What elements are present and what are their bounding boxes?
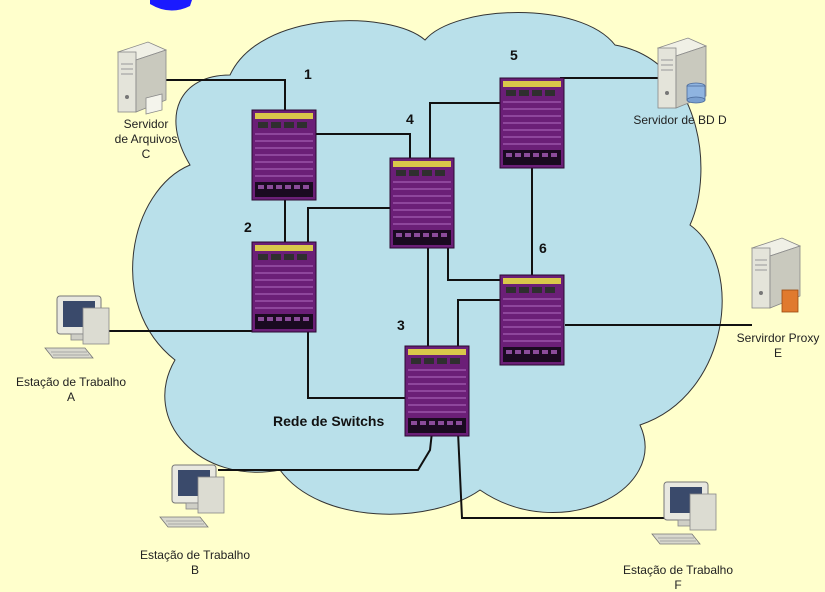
workstation-a-label-line1: Estação de Trabalho [16,375,126,389]
link-sw1-sw4 [316,133,411,158]
workstation-b-label-line1: Estação de Trabalho [140,548,250,562]
switch-label-1: 1 [304,66,312,82]
workstation-b-icon [159,464,225,528]
switch-6 [499,274,565,366]
switch-5 [499,77,565,169]
workstation-f-label-line2: F [674,578,681,592]
link-workstationB-sw3 [218,431,433,471]
file-server-label-line1: Servidor [124,117,169,131]
switch-3 [404,345,470,437]
proxy-server-label-line1: Servirdor Proxy [737,331,820,345]
switch-label-2: 2 [244,219,252,235]
switch-label-4: 4 [406,111,414,127]
link-fileserver-sw1 [148,79,286,110]
file-server-label-line2: de Arquivos [115,132,178,146]
database-server-label: Servidor de BD D [633,113,727,127]
link-sw6-sw3 [457,299,500,346]
link-workstationF-sw3 [457,431,665,519]
link-sw4-sw5 [429,102,500,158]
workstation-f-label-line1: Estação de Trabalho [623,563,733,577]
switch-label-5: 5 [510,47,518,63]
switch-2 [251,241,317,333]
workstation-a-label-line2: A [67,390,75,404]
switch-label-3: 3 [397,317,405,333]
switch-label-6: 6 [539,240,547,256]
cloud-label: Rede de Switchs [273,413,384,429]
switch-4 [389,157,455,249]
database-server-icon [657,37,707,109]
workstation-a-icon [44,295,110,359]
link-sw4-sw6 [447,240,500,281]
switch-1 [251,109,317,201]
file-server-label-line3: C [142,147,151,161]
file-server-icon [117,41,167,115]
workstation-f-icon [651,481,717,545]
title-fragment [150,0,192,11]
workstation-b-label-line2: B [191,563,199,577]
proxy-server-label-line2: E [774,346,782,360]
proxy-server-icon [751,237,801,313]
